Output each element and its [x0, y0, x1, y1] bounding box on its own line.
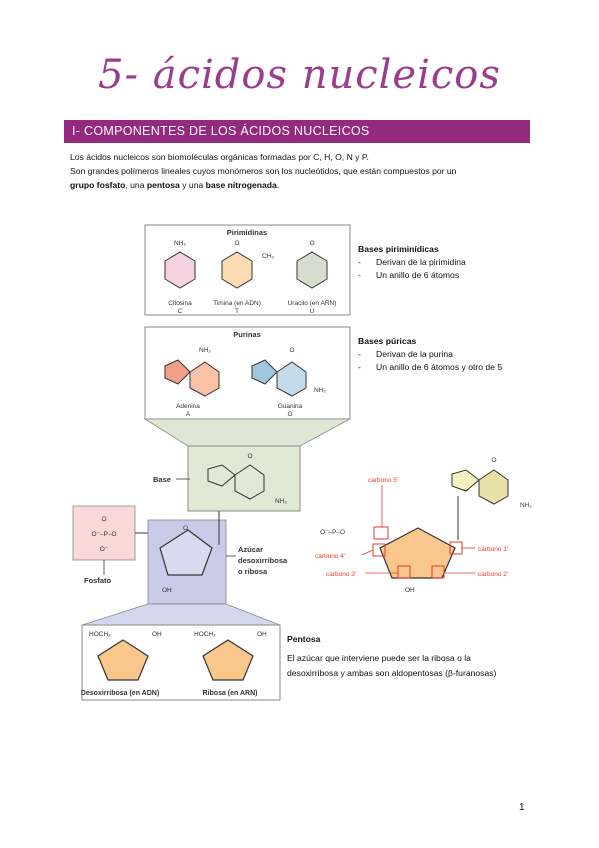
- deoxyribose-label: Desoxirribosa (en ADN): [81, 690, 159, 697]
- intro-text: .: [276, 180, 280, 190]
- right-base-ring5: [451, 469, 480, 492]
- pyrimidine-note-heading: Bases piriminídicas: [358, 244, 439, 254]
- sugar-label-3: o ribosa: [238, 567, 268, 576]
- atom-label: O: [183, 525, 188, 532]
- uracil-label: Uracilo (en ARN): [288, 300, 337, 307]
- list-item: -Un anillo de 6 átomos: [358, 270, 460, 280]
- carbon4-pointer: [361, 549, 374, 556]
- pentose-note: Pentosa El azúcar que interviene puede s…: [287, 632, 547, 681]
- cytosine-ring: [164, 251, 196, 289]
- bullet-text: Derivan de la pirimidina: [376, 257, 466, 267]
- term-base-nitrogenada: base nitrogenada: [205, 180, 277, 190]
- page-number: 1: [519, 802, 525, 813]
- deoxyribose-ring: [97, 639, 149, 681]
- list-item: -Derivan de la pirimidina: [358, 257, 466, 267]
- base-ring6: [234, 464, 265, 500]
- atom-label: OH: [162, 587, 172, 594]
- carbon1-label: carbono 1': [478, 546, 508, 553]
- phosphate-box: [72, 505, 136, 561]
- intro-text: y una: [179, 180, 206, 190]
- base-projection: [143, 418, 351, 447]
- atom-label: O: [309, 240, 314, 247]
- atom-label: O: [247, 453, 252, 460]
- phosphate-label: Fosfato: [84, 576, 112, 585]
- pentose-note-text: desoxirribosa y ambas son aldopentosas (…: [287, 668, 497, 678]
- atom-label: HOCH₂: [89, 631, 111, 638]
- pentose-note-heading: Pentosa: [287, 634, 321, 644]
- ribose-ring: [202, 639, 254, 681]
- carbon2-label: carbono 2': [478, 571, 508, 578]
- atom-label: O⁻: [100, 546, 109, 553]
- uracil-ring: [296, 251, 328, 289]
- term-pentosa: pentosa: [146, 180, 180, 190]
- adenine-ring5: [164, 359, 191, 385]
- pentose-note-text: El azúcar que interviene puede ser la ri…: [287, 653, 471, 663]
- cytosine-label: Citosina: [168, 300, 192, 307]
- cytosine-letter: C: [178, 308, 183, 315]
- right-base-ring6: [478, 469, 509, 505]
- ribose-label: Ribosa (en ARN): [203, 690, 258, 697]
- list-item: -Derivan de la purina: [358, 349, 453, 359]
- atom-label: O: [289, 347, 294, 354]
- pyrimidine-note: Bases piriminídicas -Derivan de la pirim…: [358, 243, 466, 282]
- carbon3-marker: [397, 565, 411, 579]
- sugar-label-2: desoxirribosa: [238, 556, 288, 565]
- section-heading: I- COMPONENTES DE LOS ÁCIDOS NUCLEICOS: [72, 124, 370, 138]
- pyrimidines-title: Pirimidinas: [227, 228, 267, 237]
- atom-label: O: [101, 516, 106, 523]
- thymine-letter: T: [235, 308, 239, 315]
- atom-label: HOCH₂: [194, 631, 216, 638]
- carbon5-marker: [373, 526, 389, 540]
- intro-line-3: grupo fosfato, una pentosa y una base ni…: [70, 179, 540, 192]
- bullet-text: Un anillo de 6 átomos y otro de 5: [376, 362, 503, 372]
- bullet-text: Derivan de la purina: [376, 349, 453, 359]
- purine-note-heading: Bases púricas: [358, 336, 417, 346]
- atom-label: NH₂: [314, 387, 326, 394]
- adenine-letter: A: [186, 411, 191, 418]
- guanine-ring5: [251, 359, 278, 385]
- adenine-ring6: [189, 361, 220, 397]
- term-grupo-fosfato: grupo fosfato: [70, 180, 126, 190]
- base-label: Base: [153, 475, 171, 484]
- carbon4-label: carbono 4': [315, 553, 345, 560]
- atom-label: O⁻–P–O: [320, 529, 345, 536]
- atom-label: O: [234, 240, 239, 247]
- base-ring5: [207, 464, 236, 487]
- section-heading-band: I- COMPONENTES DE LOS ÁCIDOS NUCLEICOS: [64, 120, 530, 143]
- page-title: 5- ácidos nucleicos: [98, 52, 501, 98]
- intro-text: , una: [125, 180, 147, 190]
- sugar-ring: [159, 529, 213, 576]
- list-item: -Un anillo de 6 átomos y otro de 5: [358, 362, 503, 372]
- guanine-letter: G: [287, 411, 292, 418]
- sugar-projection: [81, 603, 281, 626]
- base-box: [187, 445, 301, 512]
- atom-label: O: [491, 457, 496, 464]
- atom-label: NH₂: [275, 498, 287, 505]
- intro-line-2: Son grandes polímeros lineales cuyos mon…: [70, 166, 457, 176]
- carbon5-label: carbono 5': [368, 477, 398, 484]
- adenine-label: Adenina: [176, 403, 200, 410]
- carbon3-label: carbono 3': [326, 571, 356, 578]
- intro-line-1: Los ácidos nucleicos son biomoléculas or…: [70, 152, 369, 162]
- atom-label: NH₂: [199, 347, 211, 354]
- thymine-ring: [221, 251, 253, 289]
- guanine-label: Guanina: [278, 403, 303, 410]
- atom-label: CH₃: [262, 253, 274, 260]
- atom-label: NH₂: [520, 502, 532, 509]
- atom-label: NH₂: [174, 240, 186, 247]
- purine-note: Bases púricas -Derivan de la purina -Un …: [358, 335, 502, 374]
- sugar-label-1: Azúcar: [238, 545, 263, 554]
- carbon2-marker: [431, 565, 445, 579]
- purines-title: Purinas: [233, 330, 261, 339]
- uracil-letter: U: [310, 308, 315, 315]
- atom-label: OH: [152, 631, 162, 638]
- bullet-text: Un anillo de 6 átomos: [376, 270, 460, 280]
- atom-label: OH: [257, 631, 267, 638]
- guanine-ring6: [276, 361, 307, 397]
- atom-label: OH: [405, 587, 415, 594]
- atom-label: O⁻–P–O: [91, 531, 116, 538]
- thymine-label: Timina (en ADN): [213, 300, 261, 307]
